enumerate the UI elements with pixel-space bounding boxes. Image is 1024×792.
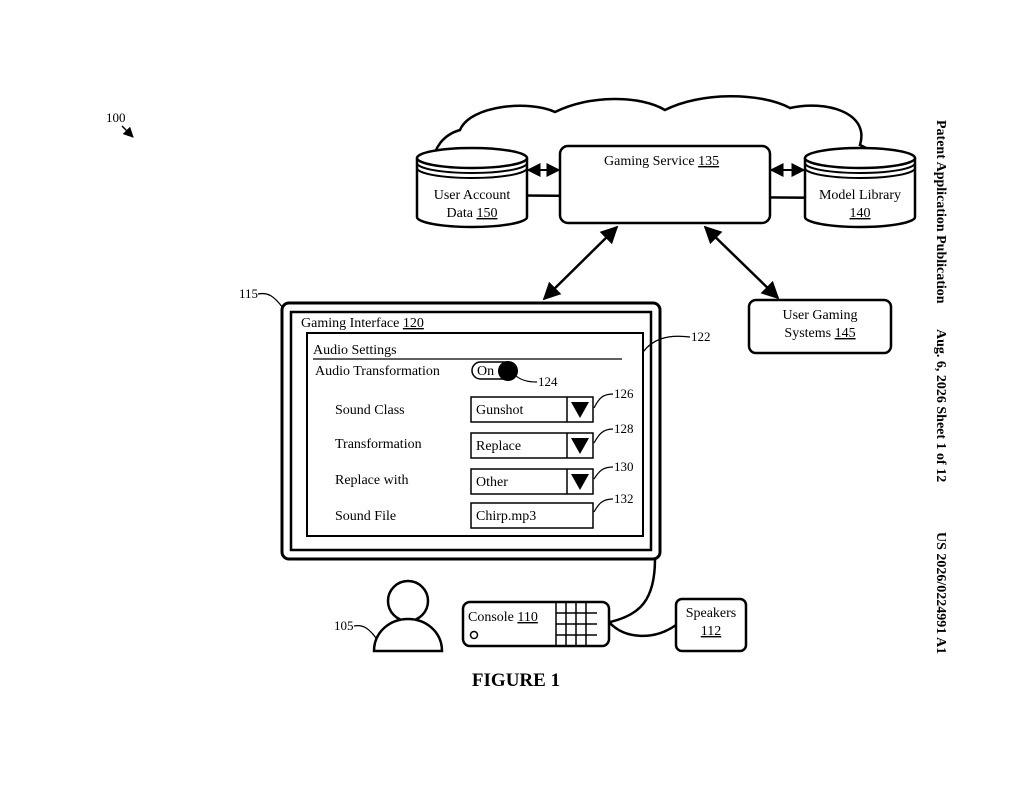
audio-settings-heading: Audio Settings [313,343,397,358]
replace-with-value: Other [476,475,508,490]
publication-number: US 2026/0224991 A1 [932,532,948,654]
settings-panel-ref-number: 122 [691,329,711,344]
sound-file-value: Chirp.mp3 [476,509,536,524]
connector-service-display [544,227,617,299]
gaming-service-number: 135 [698,154,719,169]
publication-date-sheet: Aug. 6, 2026 Sheet 1 of 12 [932,329,948,482]
model-library-number: 140 [850,206,871,221]
model-library-label: Model Library [819,188,901,203]
gaming-interface-number: 120 [403,316,424,331]
replace-with-ref: 130 [614,459,634,474]
display-ref-leader [258,294,283,308]
console-label: Console [468,610,514,625]
svg-text:Gaming Service 135: Gaming Service 135 [604,154,719,169]
cable-display-console [610,559,655,622]
transformation-dropdown[interactable]: Replace [471,433,593,458]
figure-ref-number: 100 [106,110,126,125]
audio-transformation-toggle[interactable]: On [472,361,518,381]
speakers-label: Speakers [686,606,737,621]
svg-text:Console 110: Console 110 [468,610,538,625]
toggle-ref-number: 124 [538,374,558,389]
figure-caption: FIGURE 1 [472,670,560,691]
connector-service-user-systems [705,227,778,298]
transformation-ref: 128 [614,421,634,436]
sound-class-dropdown[interactable]: Gunshot [471,397,593,422]
user-icon [374,581,442,651]
speakers-box: Speakers 112 [676,599,746,651]
user-gaming-systems-box: User Gaming Systems 145 [749,300,891,353]
row-label-sound-file: Sound File [335,509,396,524]
sound-class-value: Gunshot [476,403,524,418]
transformation-value: Replace [476,439,521,454]
replace-with-dropdown[interactable]: Other [471,469,593,494]
user-account-data-number: 150 [476,206,497,221]
speakers-number: 112 [701,624,721,639]
console-device: Console 110 [463,602,609,646]
gaming-interface-label: Gaming Interface [301,316,399,331]
gaming-service-label: Gaming Service [604,154,695,169]
toggle-on-text: On [477,364,494,379]
user-ref-number: 105 [334,618,354,633]
audio-transformation-label: Audio Transformation [315,364,440,379]
power-button-icon [471,632,478,639]
row-label-sound-class: Sound Class [335,403,405,418]
user-account-data-label-1: User Account [434,188,511,203]
console-number: 110 [517,610,537,625]
user-gaming-systems-label-1: User Gaming [782,308,857,323]
cable-console-speakers [609,622,676,636]
row-label-transformation: Transformation [335,437,422,452]
publication-title: Patent Application Publication [932,120,948,304]
gaming-service-box: Gaming Service 135 [560,146,770,223]
display-ref-number: 115 [239,286,258,301]
user-ref-leader [354,626,376,638]
model-library-cylinder: Model Library 140 [805,148,915,227]
svg-text:Systems 145: Systems 145 [784,326,855,341]
svg-text:Data 150: Data 150 [447,206,498,221]
figure-ref-arrow [122,126,133,137]
user-gaming-systems-label-2: Systems [784,326,831,341]
sound-file-field[interactable]: Chirp.mp3 [471,503,593,528]
sound-class-ref: 126 [614,386,634,401]
user-gaming-systems-number: 145 [835,326,856,341]
user-account-data-cylinder: User Account Data 150 [417,148,527,227]
row-label-replace-with: Replace with [335,473,408,488]
svg-text:Gaming Interface 120: Gaming Interface 120 [301,316,424,331]
sound-file-ref: 132 [614,491,634,506]
user-account-data-label-2: Data [447,206,474,221]
